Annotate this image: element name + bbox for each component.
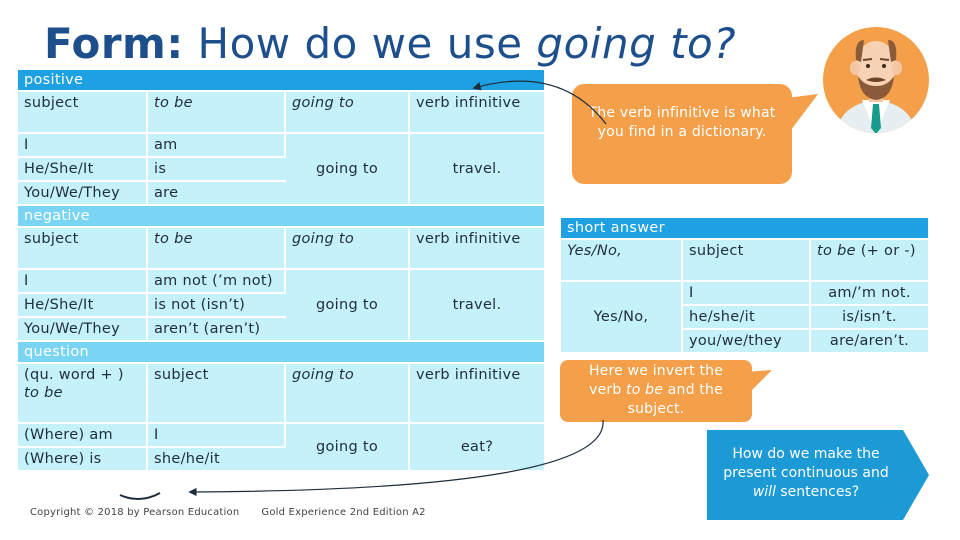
going-to-cell: going to [286,270,410,340]
grammar-table: positive subject to be going to verb inf… [18,68,545,472]
title-question: How do we use [197,19,523,68]
table-row: You/We/They aren’t (aren’t) [18,318,544,340]
table-row: You/We/They are [18,182,544,204]
going-to-cell: going to [286,134,410,204]
section-header-negative: negative [18,206,545,226]
section-header-positive: positive [18,70,545,90]
title-form: Form: [44,19,184,68]
table-row: He/She/It is not (isn’t) [18,294,544,316]
section-header-short-answer: short answer [561,218,929,238]
table-row: you/we/they are/aren’t. [561,330,929,352]
table-row: he/she/it is/isn’t. [561,306,929,328]
page-title: Form: How do we use going to? [44,18,736,70]
column-header-row: Yes/No, subject to be (+ or -) [561,240,929,280]
title-going-to: going to? [536,19,737,68]
verb-cell: travel. [410,134,545,204]
column-header-row: subject to be going to verb infinitive [18,228,545,268]
verb-cell: travel. [410,270,545,340]
verb-cell: eat? [410,424,545,470]
table-row: I am going to travel. [18,134,545,204]
column-header-row: (qu. word + )to be subject going to verb… [18,364,545,422]
swap-curve [119,492,161,500]
table-row: I am not (’m not) going to travel. [18,270,545,340]
arrow-shape-icon [707,430,929,520]
going-to-cell: going to [286,424,410,470]
section-header-question: question [18,342,545,362]
column-header-row: subject to be going to verb infinitive [18,92,545,132]
invert-note-bubble: Here we invert the verb to be and the su… [560,360,752,422]
short-answer-table: short answer Yes/No, subject to be (+ or… [561,216,929,354]
table-row: He/She/It is [18,158,544,180]
table-row: (Where) am I going to eat? [18,424,545,470]
table-row: Yes/No, I am/’m not. [561,282,929,352]
yes-no-cell: Yes/No, [561,282,683,352]
dictionary-note-bubble: The verb infinitive is what you find in … [572,84,792,184]
next-topic-arrow-box[interactable]: How do we make the present continuous an… [707,430,929,520]
